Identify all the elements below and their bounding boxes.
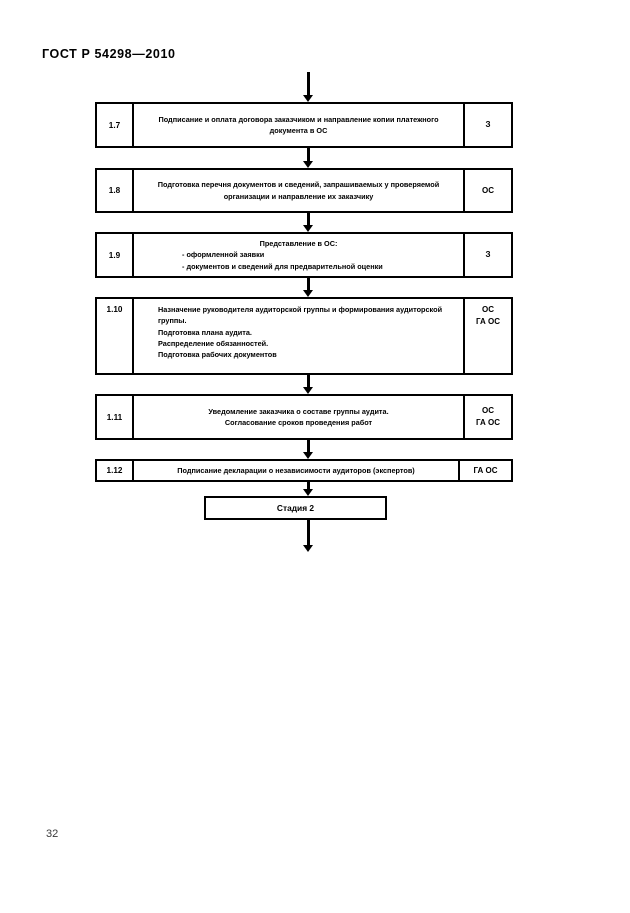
page-number: 32: [46, 828, 59, 840]
row-responsible-1-12: ГА ОС: [473, 465, 498, 475]
row-description-1-8: Подготовка перечня документов и сведений…: [134, 170, 465, 211]
row-number-1-11: 1.11: [97, 396, 134, 438]
connector-arrow-out-of-stage: [303, 520, 314, 552]
row-responsible-1-9: З: [485, 250, 491, 260]
row-responsible-1-7: З: [485, 120, 491, 130]
row-description-text: Подготовка перечня документов и сведений…: [157, 180, 440, 201]
process-row-1-11: 1.11 Уведомление заказчика о составе гру…: [95, 394, 513, 440]
process-row-1-12: 1.12 Подписание декларации о независимос…: [95, 459, 513, 482]
row-responsible-1-11: ОС ГА ОС: [475, 406, 501, 427]
row-responsible-1-8: ОС: [482, 185, 494, 195]
row-number-1-12: 1.12: [97, 461, 134, 480]
row-number-text: 1.10: [106, 305, 123, 314]
connector-arrow-1-7-to-1-8: [303, 148, 314, 168]
connector-arrow-1-10-to-1-11: [303, 375, 314, 394]
stage-2-box: Стадия 2: [204, 496, 387, 520]
row-number-1-7: 1.7: [97, 104, 134, 146]
row-number-1-8: 1.8: [97, 170, 134, 211]
connector-arrow-1-8-to-1-9: [303, 213, 314, 232]
row-description-heading: Представление в ОС:: [259, 239, 338, 249]
row-description-1-9: Представление в ОС:- оформленной заявки …: [134, 234, 465, 276]
row-description-block: Представление в ОС:- оформленной заявки …: [140, 238, 457, 272]
row-number-1-10: 1.10: [97, 299, 134, 373]
stage-2-label: Стадия 2: [276, 503, 315, 513]
row-description-1-7: Подписание и оплата договора заказчиком …: [134, 104, 465, 146]
standard-header: ГОСТ Р 54298—2010: [42, 47, 176, 61]
row-description-text: Подписание и оплата договора заказчиком …: [158, 114, 439, 135]
row-description-text: Подписание декларации о независимости ау…: [177, 465, 415, 475]
row-description-1-10: Назначение руководителя аудиторской груп…: [134, 299, 465, 373]
connector-arrow-1-12-to-stage: [303, 482, 314, 496]
row-description-1-11: Уведомление заказчика о составе группы а…: [134, 396, 465, 438]
process-row-1-7: 1.7 Подписание и оплата договора заказчи…: [95, 102, 513, 148]
process-row-1-10: 1.10 Назначение руководителя аудиторской…: [95, 297, 513, 375]
row-description-1-12: Подписание декларации о независимости ау…: [134, 461, 460, 480]
connector-arrow-into-1-7: [303, 72, 314, 102]
connector-arrow-1-11-to-1-12: [303, 440, 314, 459]
process-row-1-8: 1.8 Подготовка перечня документов и свед…: [95, 168, 513, 213]
row-responsible-1-10: ОС ГА ОС: [475, 305, 501, 326]
connector-arrow-1-9-to-1-10: [303, 278, 314, 297]
row-description-text: Назначение руководителя аудиторской груп…: [158, 305, 443, 360]
row-description-text: Уведомление заказчика о составе группы а…: [208, 406, 389, 427]
row-description-text: - оформленной заявки - документов и свед…: [182, 250, 383, 271]
row-number-1-9: 1.9: [97, 234, 134, 276]
process-row-1-9: 1.9 Представление в ОС:- оформленной зая…: [95, 232, 513, 278]
